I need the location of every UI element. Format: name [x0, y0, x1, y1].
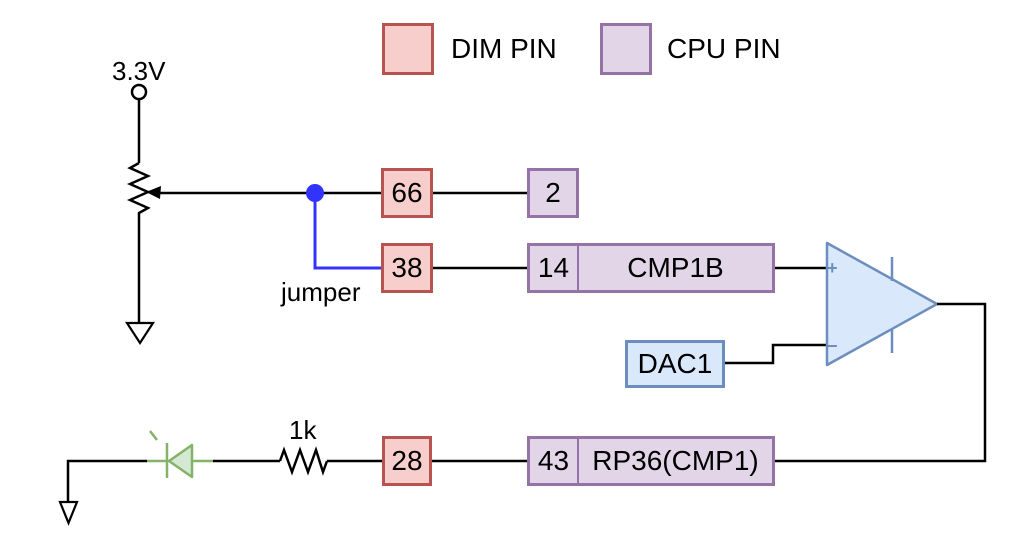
opamp-output-wire [773, 302, 987, 463]
legend-cpu-label: CPU PIN [667, 33, 781, 64]
cpu-pin-14-label: 14 [537, 252, 570, 283]
legend-dim-swatch [382, 23, 434, 75]
cpu-pin-43-label: 43 [537, 445, 570, 476]
ground-symbol-top [124, 321, 156, 346]
cmp1b-label: CMP1B [627, 252, 724, 283]
opamp-plus-label: + [827, 258, 838, 278]
wire-led-to-ground [66, 459, 147, 502]
ground-symbol-bottom [58, 500, 79, 526]
cpu-pin-14-cell: 14 [530, 246, 579, 290]
dim-pin-38: 38 [381, 243, 433, 293]
led-emission-tick [149, 430, 158, 441]
supply-voltage-label: 3.3V [112, 56, 166, 86]
dim-pin-66: 66 [381, 168, 433, 218]
cmp1b-cell: CMP1B [579, 246, 772, 290]
dim-pin-66-label: 66 [391, 177, 423, 208]
legend-dim-label: DIM PIN [451, 33, 557, 64]
dac1-label: DAC1 [637, 348, 713, 379]
legend-cpu-swatch [600, 23, 652, 75]
cpu-pin-2: 2 [527, 168, 579, 218]
jumper-label: jumper [281, 277, 361, 307]
cpu-pin-14-cmp1b: 14 CMP1B [527, 243, 775, 293]
dim-pin-38-label: 38 [391, 252, 423, 283]
dac1-box: DAC1 [625, 340, 725, 388]
jumper-wire [313, 196, 383, 270]
dim-pin-28: 28 [382, 436, 432, 486]
supply-terminal-circle [130, 83, 148, 101]
cpu-pin-43-rp36: 43 RP36(CMP1) [527, 436, 775, 486]
junction-dot [306, 184, 324, 202]
rp36-label: RP36(CMP1) [592, 445, 759, 476]
potentiometer-symbol [126, 161, 152, 215]
cpu-pin-43-cell: 43 [530, 439, 579, 483]
opamp-comparator [825, 241, 939, 367]
resistor-value-label: 1k [289, 415, 317, 445]
dim-pin-28-label: 28 [391, 445, 423, 476]
led-triangle [167, 443, 194, 479]
cpu-pin-2-label: 2 [545, 177, 561, 208]
rp36-cell: RP36(CMP1) [579, 439, 772, 483]
wire-dac1-to-opamp [725, 343, 827, 365]
resistor-symbol [278, 446, 329, 476]
wiper-arrowhead [146, 186, 161, 199]
opamp-minus-label: − [827, 336, 838, 356]
